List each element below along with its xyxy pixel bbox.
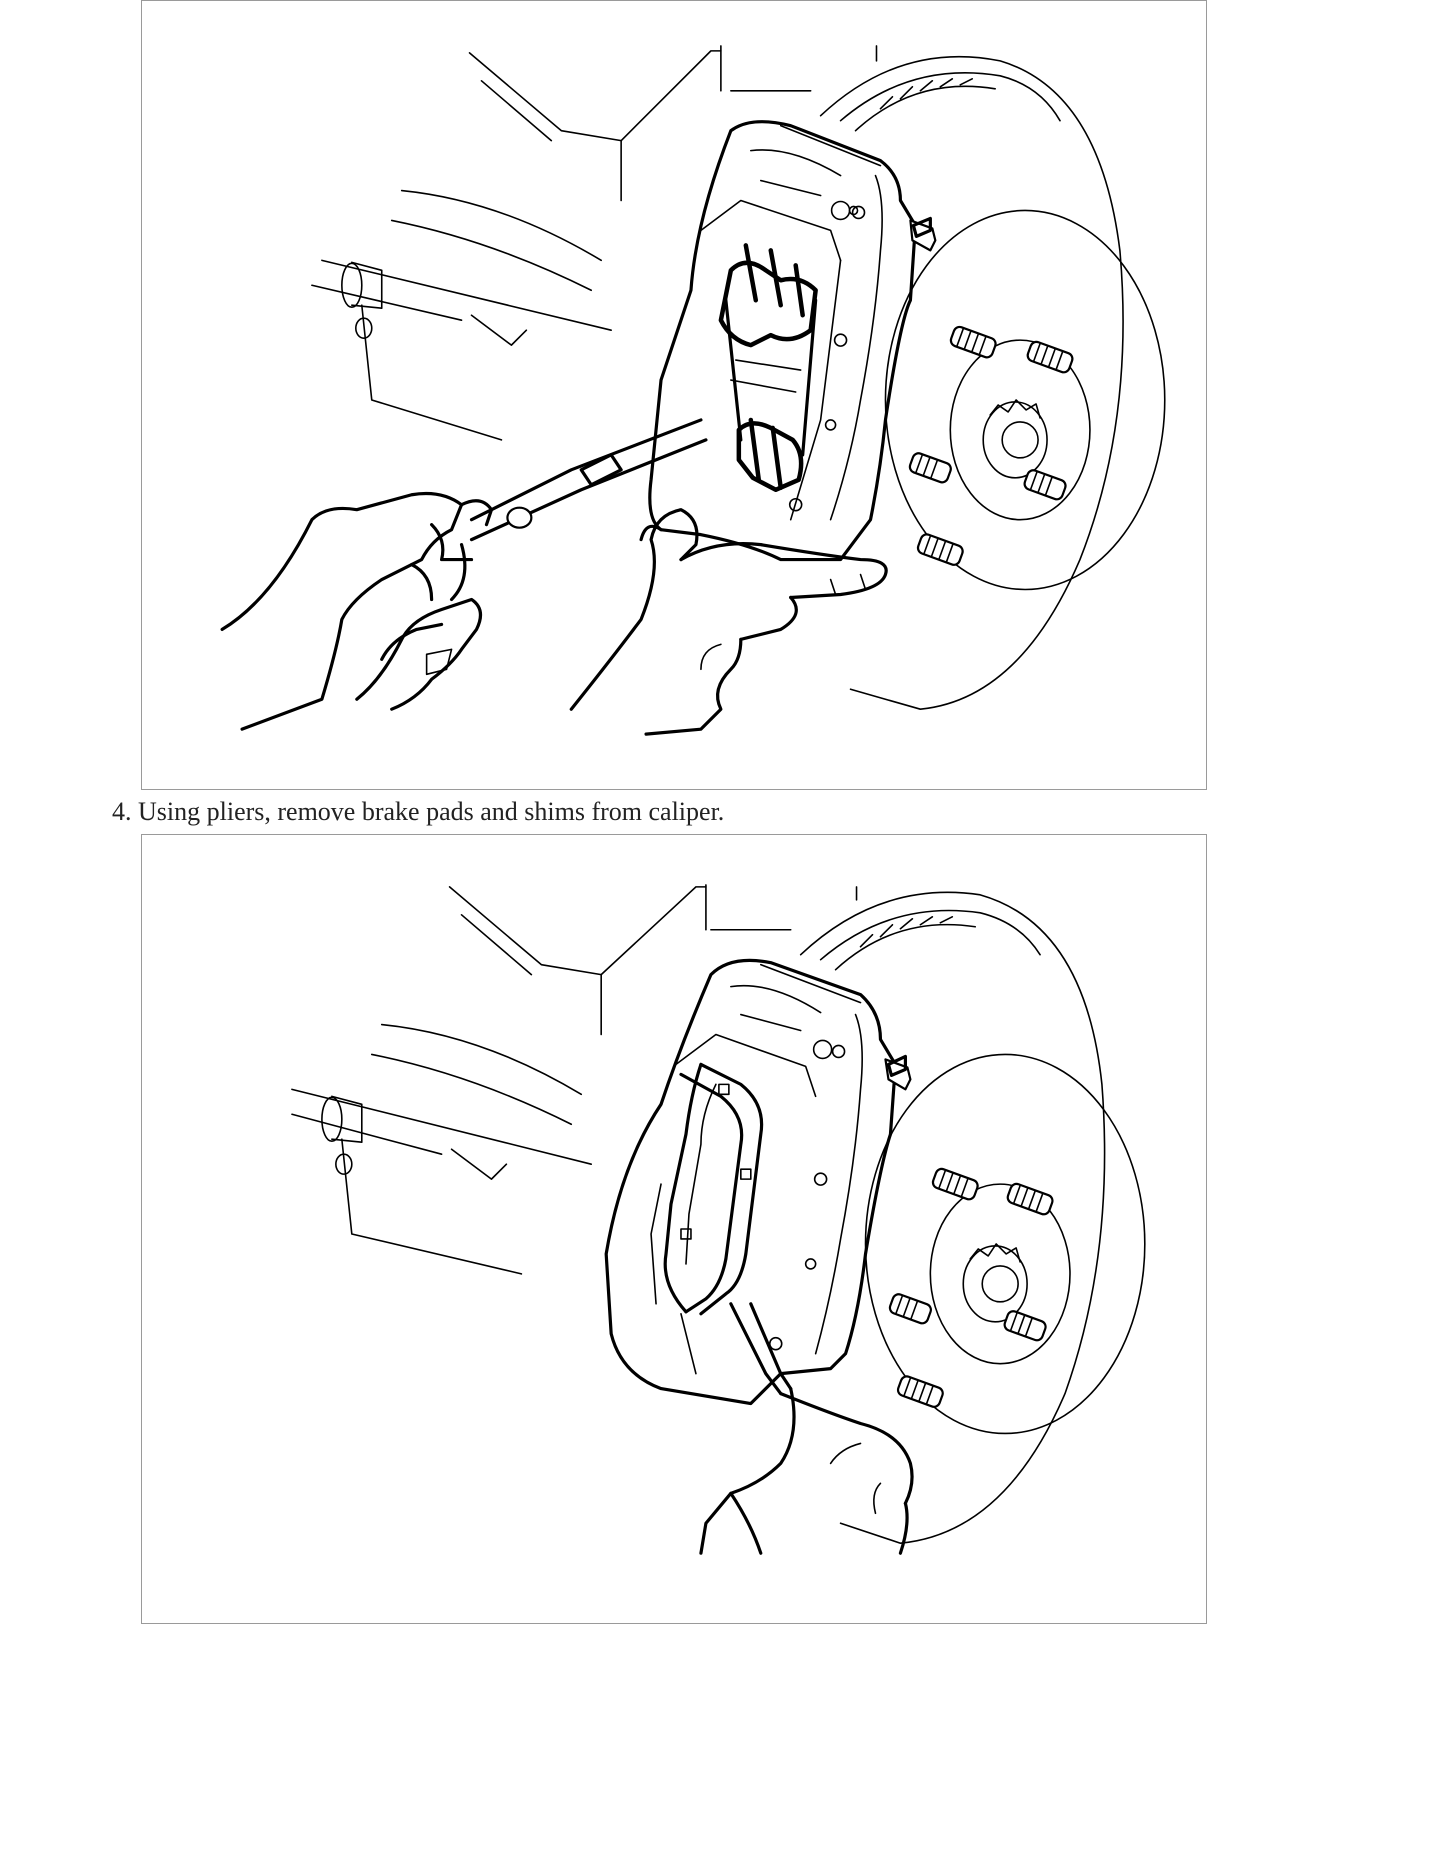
brake-pads-and-shims (663, 1062, 764, 1316)
step-text: Using pliers, remove brake pads and shim… (138, 797, 725, 826)
brake-rotor (819, 55, 1166, 711)
instruction-step: 4. Using pliers, remove brake pads and s… (112, 796, 724, 828)
caliper-drawing-2 (291, 884, 1146, 1555)
step-number: 4. (112, 797, 132, 826)
brake-caliper (648, 120, 937, 562)
illustration-pad-shim-removal (141, 834, 1207, 1624)
illustration-caliper-pad-springs (141, 0, 1207, 790)
brake-rotor (799, 891, 1146, 1545)
wheel-studs (908, 325, 1074, 566)
suspension-arm-lines (291, 884, 858, 1275)
right-hand-pressing (569, 508, 888, 736)
hand-with-pliers (699, 1302, 914, 1555)
brake-caliper (604, 958, 912, 1406)
wheel-studs (888, 1167, 1054, 1408)
pad-retaining-springs (718, 243, 818, 493)
caliper-drawing-1 (220, 45, 1166, 736)
left-hand-with-pliers (220, 418, 708, 731)
suspension-arm-lines (311, 45, 878, 441)
